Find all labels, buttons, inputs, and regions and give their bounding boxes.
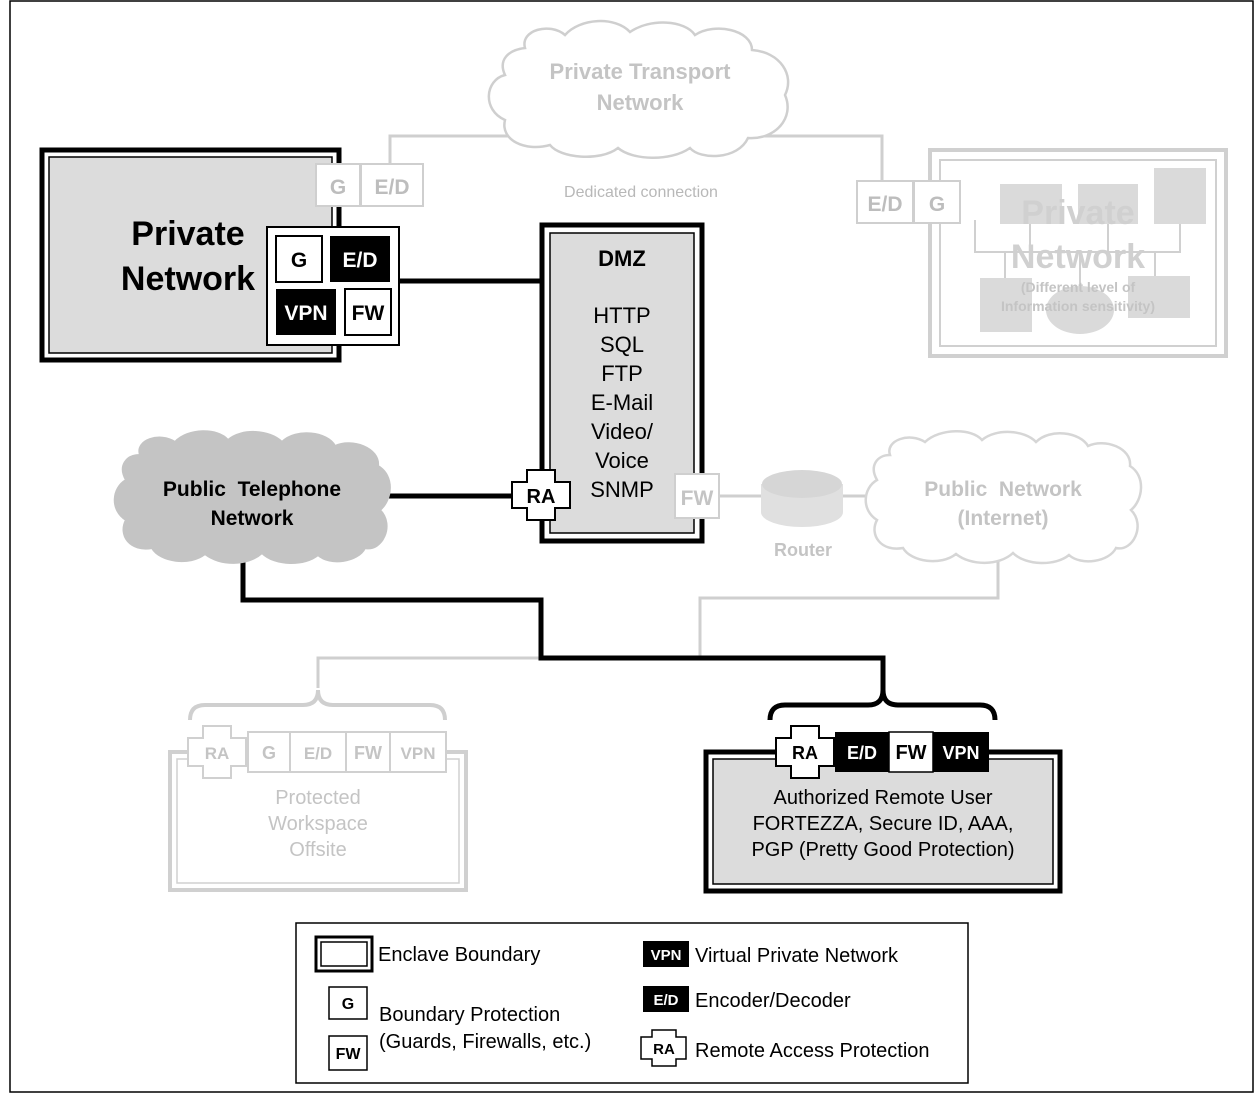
pn-vpn-box: VPN [284,302,327,325]
dmz-service-ftp: FTP [601,361,643,386]
offsite-protections: RA G E/D FW VPN [187,725,447,779]
other-ed-box: E/D [867,193,902,216]
offsite-fw-box: FW [354,743,382,763]
pn-fw-box: FW [352,302,385,325]
remote-user-line-1: Authorized Remote User [774,787,993,809]
offsite-ra-label: RA [205,744,230,763]
dmz-service-sql: SQL [600,332,644,357]
public-network-title: Public Network [924,478,1082,501]
legend-enclave-icon [314,935,374,973]
legend-boundary-line-1: Boundary Protection [379,1004,560,1026]
legend-ra-icon [640,1029,687,1067]
dedicated-connection-label: Dedicated connection [564,184,718,201]
offsite-ed-box: E/D [304,744,332,763]
legend-vpn-icon [643,941,689,967]
pn-g-box: G [291,249,307,272]
public-network-cloud: Public Network (Internet) [864,430,1143,565]
dmz-service-snmp: SNMP [590,477,654,502]
other-private-network-title: Private [1021,194,1134,232]
offsite-g-box: G [262,743,276,763]
remote-vpn-box: VPN [942,743,979,763]
dmz-ra-label: RA [527,486,556,508]
legend-ed-icon [643,986,689,1012]
diagram-frame [9,0,1254,1093]
transport-g-box: G [330,176,346,199]
remote-ra-label: RA [792,743,818,763]
legend-ra-label: Remote Access Protection [695,1040,930,1062]
private-network-title: Private [131,215,244,253]
other-private-network-subtitle: Network [1011,238,1145,276]
legend-vpn-text: VPN [651,947,682,964]
legend-vpn-label: Virtual Private Network [695,945,899,967]
pn-ed-box: E/D [342,249,377,272]
legend-g-icon [328,986,368,1020]
sensitivity-note-1: (Different level of [1021,279,1136,295]
remote-user-protections: RA E/D FW VPN [775,725,989,779]
private-transport-cloud: Private Transport Network [487,19,790,159]
private-transport-subtitle: Network [597,90,685,115]
dmz-service-http: HTTP [593,303,650,328]
legend-ed-text: E/D [653,992,678,1009]
private-transport-protections: G E/D [315,163,424,207]
remote-ed-box: E/D [847,743,877,763]
dmz-fw-box: FW [674,473,720,519]
dmz-service-voice: Voice [595,448,649,473]
public-telephone-title: Public Telephone [163,478,341,501]
private-network-protection-block: G E/D VPN FW [266,226,400,346]
legend-g-text: G [342,996,354,1013]
public-telephone-cloud: Public Telephone Network [113,430,391,564]
legend-boundary-line-2: (Guards, Firewalls, etc.) [379,1031,591,1053]
transport-ed-box: E/D [374,176,409,199]
legend-fw-icon [328,1035,368,1071]
offsite-enclave: Protected Workspace Offsite [168,750,468,892]
dmz-title: DMZ [598,246,646,271]
offsite-line-1: Protected [275,787,361,809]
active-connections [240,278,998,721]
dmz-ra-box: RA [511,469,571,521]
offsite-line-2: Workspace [268,813,368,835]
offsite-line-3: Offsite [289,839,346,861]
legend-ra-text: RA [653,1041,675,1058]
legend-fw-text: FW [336,1046,362,1063]
remote-user-enclave: Authorized Remote User FORTEZZA, Secure … [703,749,1063,894]
offsite-vpn-box: VPN [401,744,436,763]
other-network-protections: E/D G [856,180,961,224]
router-icon [761,470,843,527]
private-network-subtitle: Network [121,260,255,298]
other-g-box: G [929,193,945,216]
other-private-network: Private Network (Different level of Info… [928,148,1228,358]
public-network-subtitle: (Internet) [958,507,1049,530]
legend-enclave-label: Enclave Boundary [378,944,540,966]
dmz-service-email: E-Mail [591,390,653,415]
legend-ed-label: Encoder/Decoder [695,990,851,1012]
public-telephone-subtitle: Network [211,507,294,530]
legend: Enclave Boundary G FW Boundary Protectio… [295,922,969,1084]
remote-user-line-3: PGP (Pretty Good Protection) [751,839,1014,861]
dmz-fw-label: FW [681,487,714,510]
remote-user-line-2: FORTEZZA, Secure ID, AAA, [753,813,1014,835]
sensitivity-note-2: Information sensitivity) [1001,298,1155,314]
remote-fw-box: FW [895,742,926,764]
private-transport-title: Private Transport [550,59,732,84]
router-label: Router [774,540,832,560]
dmz-service-video: Video/ [591,419,654,444]
